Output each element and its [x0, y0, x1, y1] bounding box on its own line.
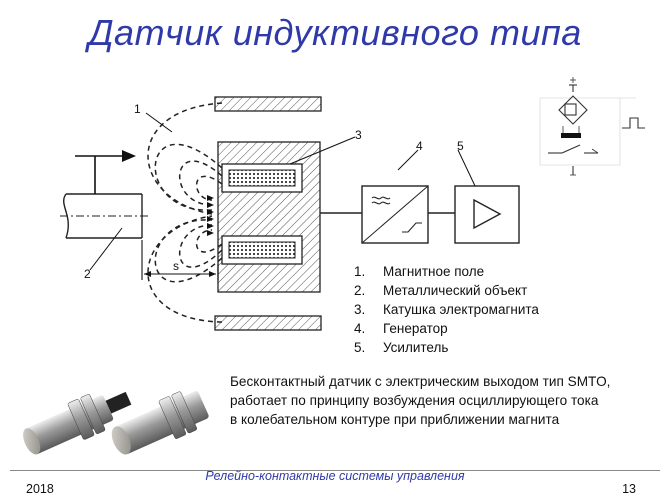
footer-year: 2018: [26, 482, 54, 496]
legend-item: 1.Магнитное поле: [354, 264, 485, 279]
distance-label: s: [173, 259, 179, 273]
motion-arrow: [75, 155, 126, 194]
sensor-photo: [23, 391, 209, 455]
legend-item: 5.Усилитель: [354, 340, 449, 355]
callout-3: 3: [355, 128, 362, 142]
component-legend: 1.Магнитное поле 2.Металлический объект …: [354, 262, 539, 357]
magnetic-field-lines: [147, 102, 223, 323]
legend-item: 4.Генератор: [354, 321, 448, 336]
callout-1: 1: [134, 102, 141, 116]
callout-4: 4: [416, 139, 423, 153]
legend-item: 2.Металлический объект: [354, 283, 528, 298]
page-number: 13: [622, 482, 636, 496]
footer-divider: [10, 470, 660, 471]
metal-object: [60, 193, 150, 239]
sensor-description: Бесконтактный датчик с электрическим вых…: [230, 374, 611, 427]
generator-block: [361, 185, 429, 244]
top-plate: [214, 96, 322, 112]
amplifier-block: [454, 185, 520, 244]
slide-title: Датчик индуктивного типа: [88, 12, 582, 53]
sensor-symbol: [539, 77, 645, 176]
footer-course: Релейно-контактные системы управления: [205, 469, 465, 483]
callout-5: 5: [457, 139, 464, 153]
bottom-plate: [214, 315, 322, 331]
legend-item: 3.Катушка электромагнита: [354, 302, 539, 317]
distance-s-dimension: [141, 240, 219, 280]
callout-2: 2: [84, 267, 91, 281]
